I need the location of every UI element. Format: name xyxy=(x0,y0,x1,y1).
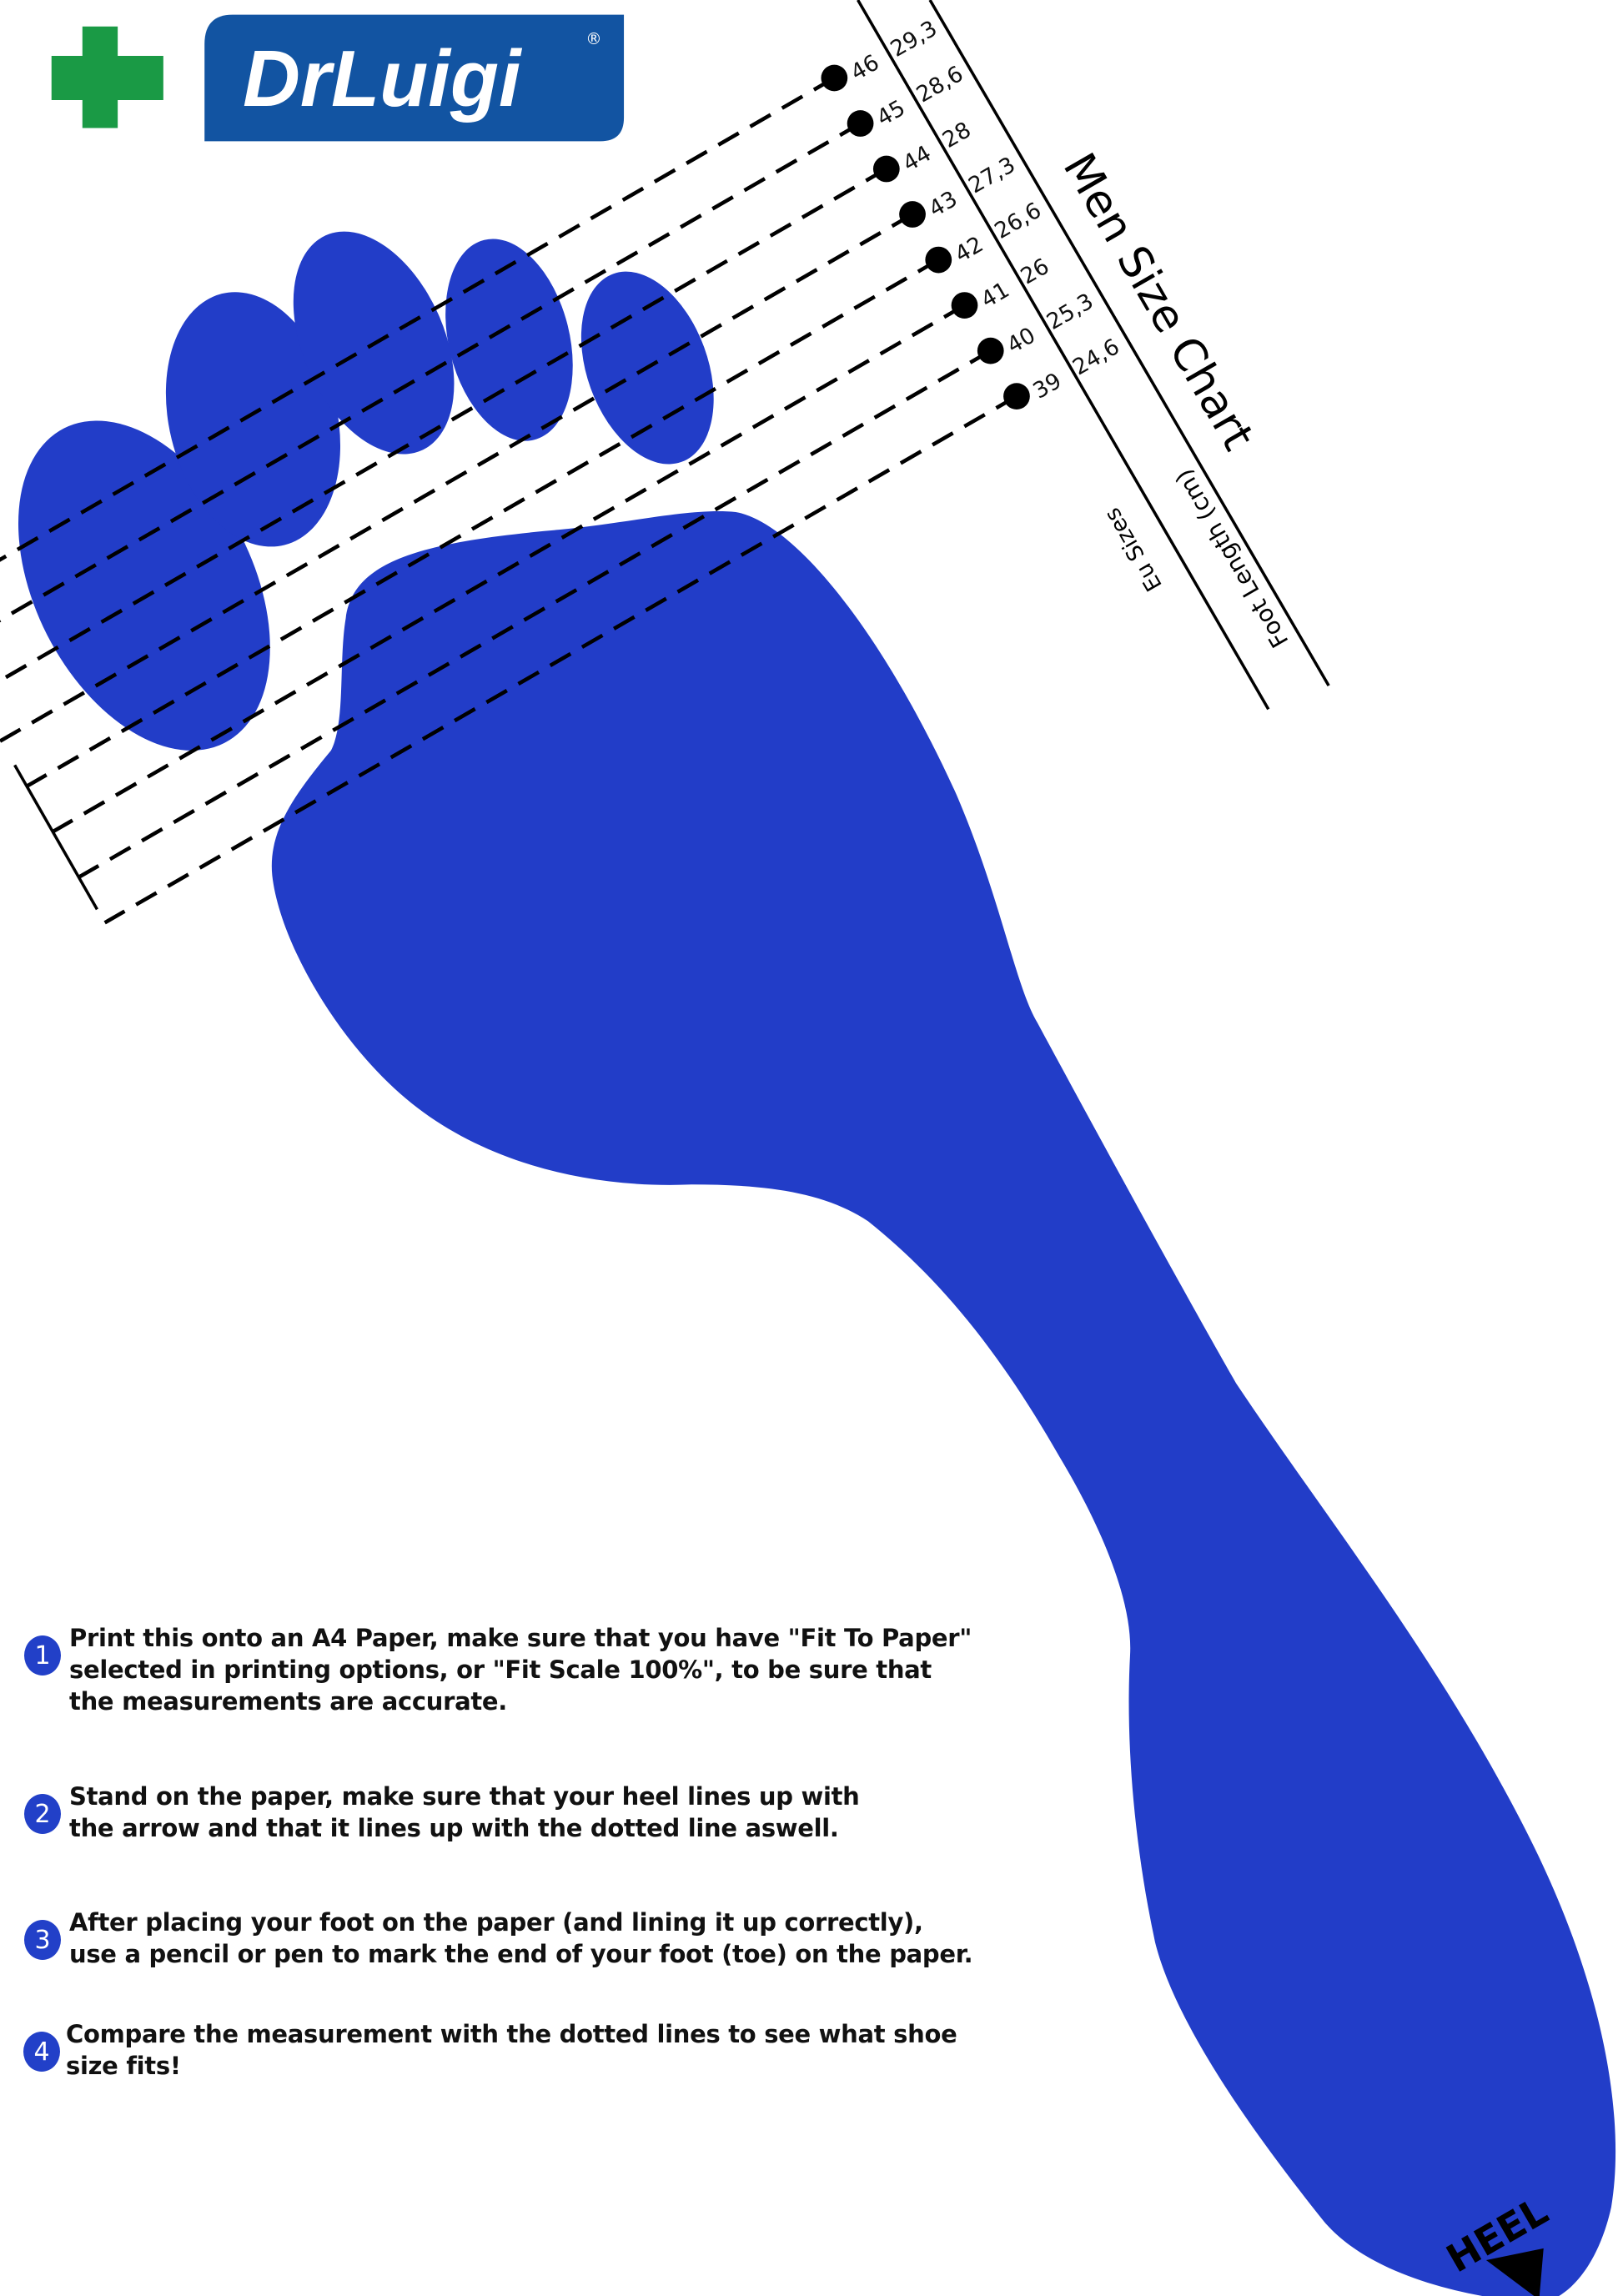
sole xyxy=(271,511,1616,2296)
heel-arrow-icon xyxy=(1485,2248,1544,2296)
green-cross-icon xyxy=(51,26,163,128)
logo: DrLuigi ® xyxy=(51,14,625,142)
foot-length-value: 27,3 xyxy=(964,152,1020,198)
size-line-45 xyxy=(0,122,862,623)
eu-size-label: 44 xyxy=(898,140,936,177)
step-text: Print this onto an A4 Paper, make sure t… xyxy=(69,1624,972,1716)
eu-size-label: 42 xyxy=(951,231,988,268)
logo-text: DrLuigi xyxy=(243,35,523,123)
foot-length-value: 24,6 xyxy=(1068,334,1124,380)
eu-size-label: 46 xyxy=(847,49,884,86)
foot-length-value: 25,3 xyxy=(1043,289,1098,335)
size-line-46 xyxy=(0,76,836,562)
foot-length-value: 29,3 xyxy=(886,16,942,63)
step-number-badge: 4 xyxy=(23,2032,60,2072)
step-number-badge: 3 xyxy=(24,1920,61,1960)
step-number-badge: 1 xyxy=(24,1635,61,1676)
size-line-41 xyxy=(51,304,966,834)
size-dot-45 xyxy=(847,110,874,137)
eu-size-axis-line xyxy=(857,0,1270,711)
step-number-badge: 2 xyxy=(24,1794,61,1834)
size-dot-40 xyxy=(977,337,1004,364)
eu-size-label: 39 xyxy=(1028,368,1066,404)
size-dot-46 xyxy=(821,64,848,92)
foot-length-label: Foot Length (cm) xyxy=(1169,465,1294,652)
step-text: Compare the measurement with the dotted … xyxy=(66,2020,957,2080)
logo-box xyxy=(204,14,625,142)
step-text: Stand on the paper, make sure that your … xyxy=(69,1782,860,1842)
size-dot-43 xyxy=(899,201,926,228)
heel-baseline xyxy=(13,764,98,911)
size-dot-39 xyxy=(1003,383,1030,410)
size-line-44 xyxy=(0,167,887,683)
foot-shape: HEEL xyxy=(18,231,1616,2296)
size-dot-42 xyxy=(925,246,952,274)
second-toe xyxy=(165,292,341,547)
fourth-toe xyxy=(445,239,573,441)
size-line-43 xyxy=(0,213,914,743)
foot-length-axis-line xyxy=(928,0,1330,687)
size-line-39 xyxy=(103,394,1018,925)
size-dot-44 xyxy=(872,155,900,183)
size-line-40 xyxy=(78,349,992,879)
foot-length-value: 28,6 xyxy=(912,61,968,108)
eu-size-label: 45 xyxy=(872,95,910,132)
step-text: After placing your foot on the paper (an… xyxy=(69,1908,973,1968)
size-dot-41 xyxy=(951,292,978,319)
size-line-42 xyxy=(25,258,940,789)
eu-size-label: 43 xyxy=(925,186,962,223)
registered-mark: ® xyxy=(585,29,601,48)
foot-length-value: 26,6 xyxy=(990,198,1046,244)
eu-size-label: 40 xyxy=(1002,323,1040,359)
eu-size-label: 41 xyxy=(977,277,1014,314)
